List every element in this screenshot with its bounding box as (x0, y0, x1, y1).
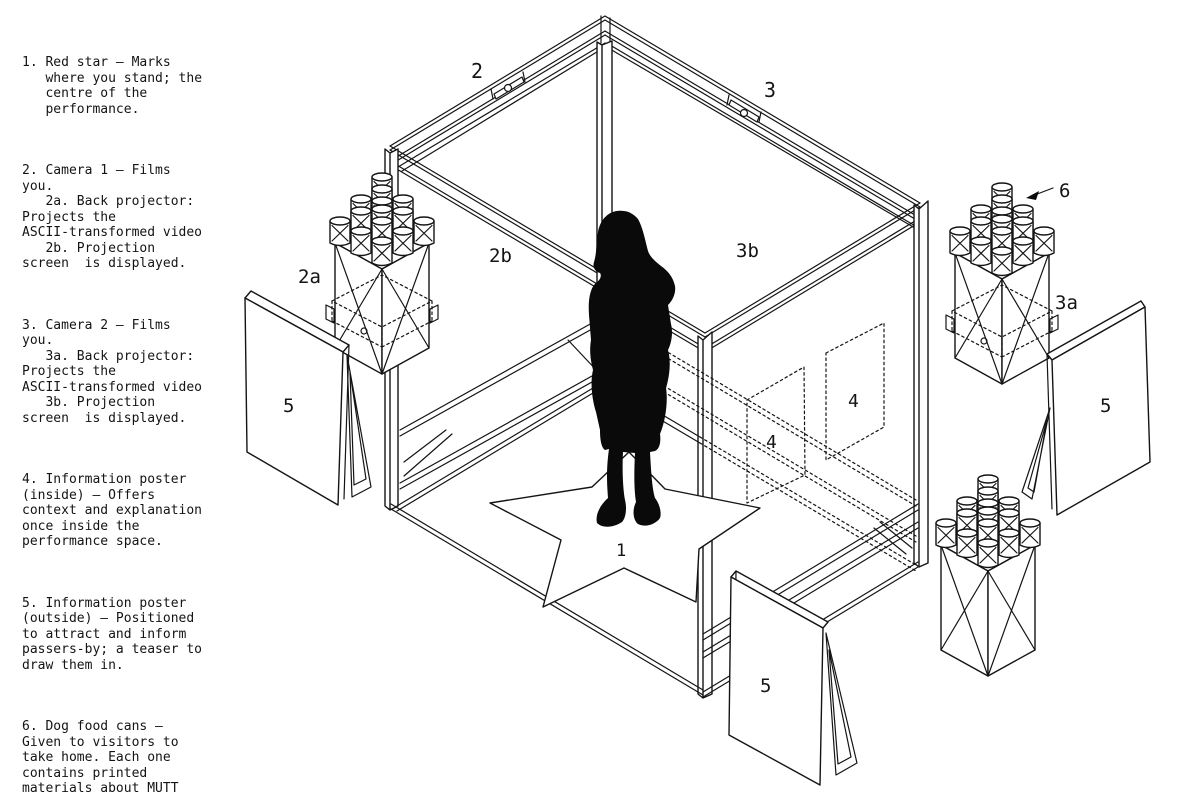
legend-item-2: 2. Camera 1 — Films you. 2a. Back projec… (22, 163, 203, 271)
rail-braces-right (873, 521, 913, 555)
label-screen-2b: 2b (489, 245, 512, 267)
label-poster-4a: 4 (766, 432, 777, 453)
camera-1-lens-icon (503, 83, 513, 93)
legend-item-3: 3. Camera 2 — Films you. 3a. Back projec… (22, 317, 203, 426)
inside-posters (746, 322, 885, 504)
camera-2-lens-icon (739, 108, 749, 118)
label-poster-5-left: 5 (283, 395, 294, 417)
label-cans: 6 (1059, 180, 1070, 202)
cans-arrow-icon (1026, 187, 1054, 200)
inside-poster-b (825, 322, 885, 461)
label-projector-3a: 3a (1055, 292, 1078, 314)
legend: 1. Red star — Marks where you stand; the… (22, 24, 237, 810)
pedestal-front-group (936, 475, 1040, 677)
label-camera-2: 3 (764, 78, 776, 102)
label-projector-2a: 2a (298, 266, 321, 288)
post-right (913, 200, 929, 568)
label-star: 1 (616, 541, 626, 561)
label-screen-3b: 3b (736, 240, 759, 262)
outside-poster-left (244, 290, 372, 506)
legend-item-5: 5. Information poster (outside) — Positi… (22, 595, 203, 673)
camera-1 (490, 71, 526, 100)
legend-item-1: 1. Red star — Marks where you stand; the… (22, 55, 203, 117)
pedestal-3a-group (945, 183, 1059, 385)
outside-poster-right (1021, 300, 1151, 516)
legend-item-6: 6. Dog food cans — Given to visitors to … (22, 719, 179, 796)
camera-2 (726, 94, 762, 123)
label-poster-5-front: 5 (760, 675, 771, 697)
legend-item-4: 4. Information poster (inside) — Offers … (22, 472, 203, 549)
inside-poster-a (746, 366, 806, 504)
label-camera-1: 2 (471, 59, 483, 83)
person-silhouette (588, 210, 676, 527)
outside-poster-front (728, 570, 858, 786)
callout-labels: 2 3 2b 3b 2a 3a 1 4 4 5 5 5 6 (283, 59, 1111, 697)
label-poster-4b: 4 (848, 391, 859, 412)
label-poster-5-right: 5 (1100, 395, 1111, 417)
star-marker (489, 451, 761, 608)
rail-braces-left (403, 339, 601, 477)
